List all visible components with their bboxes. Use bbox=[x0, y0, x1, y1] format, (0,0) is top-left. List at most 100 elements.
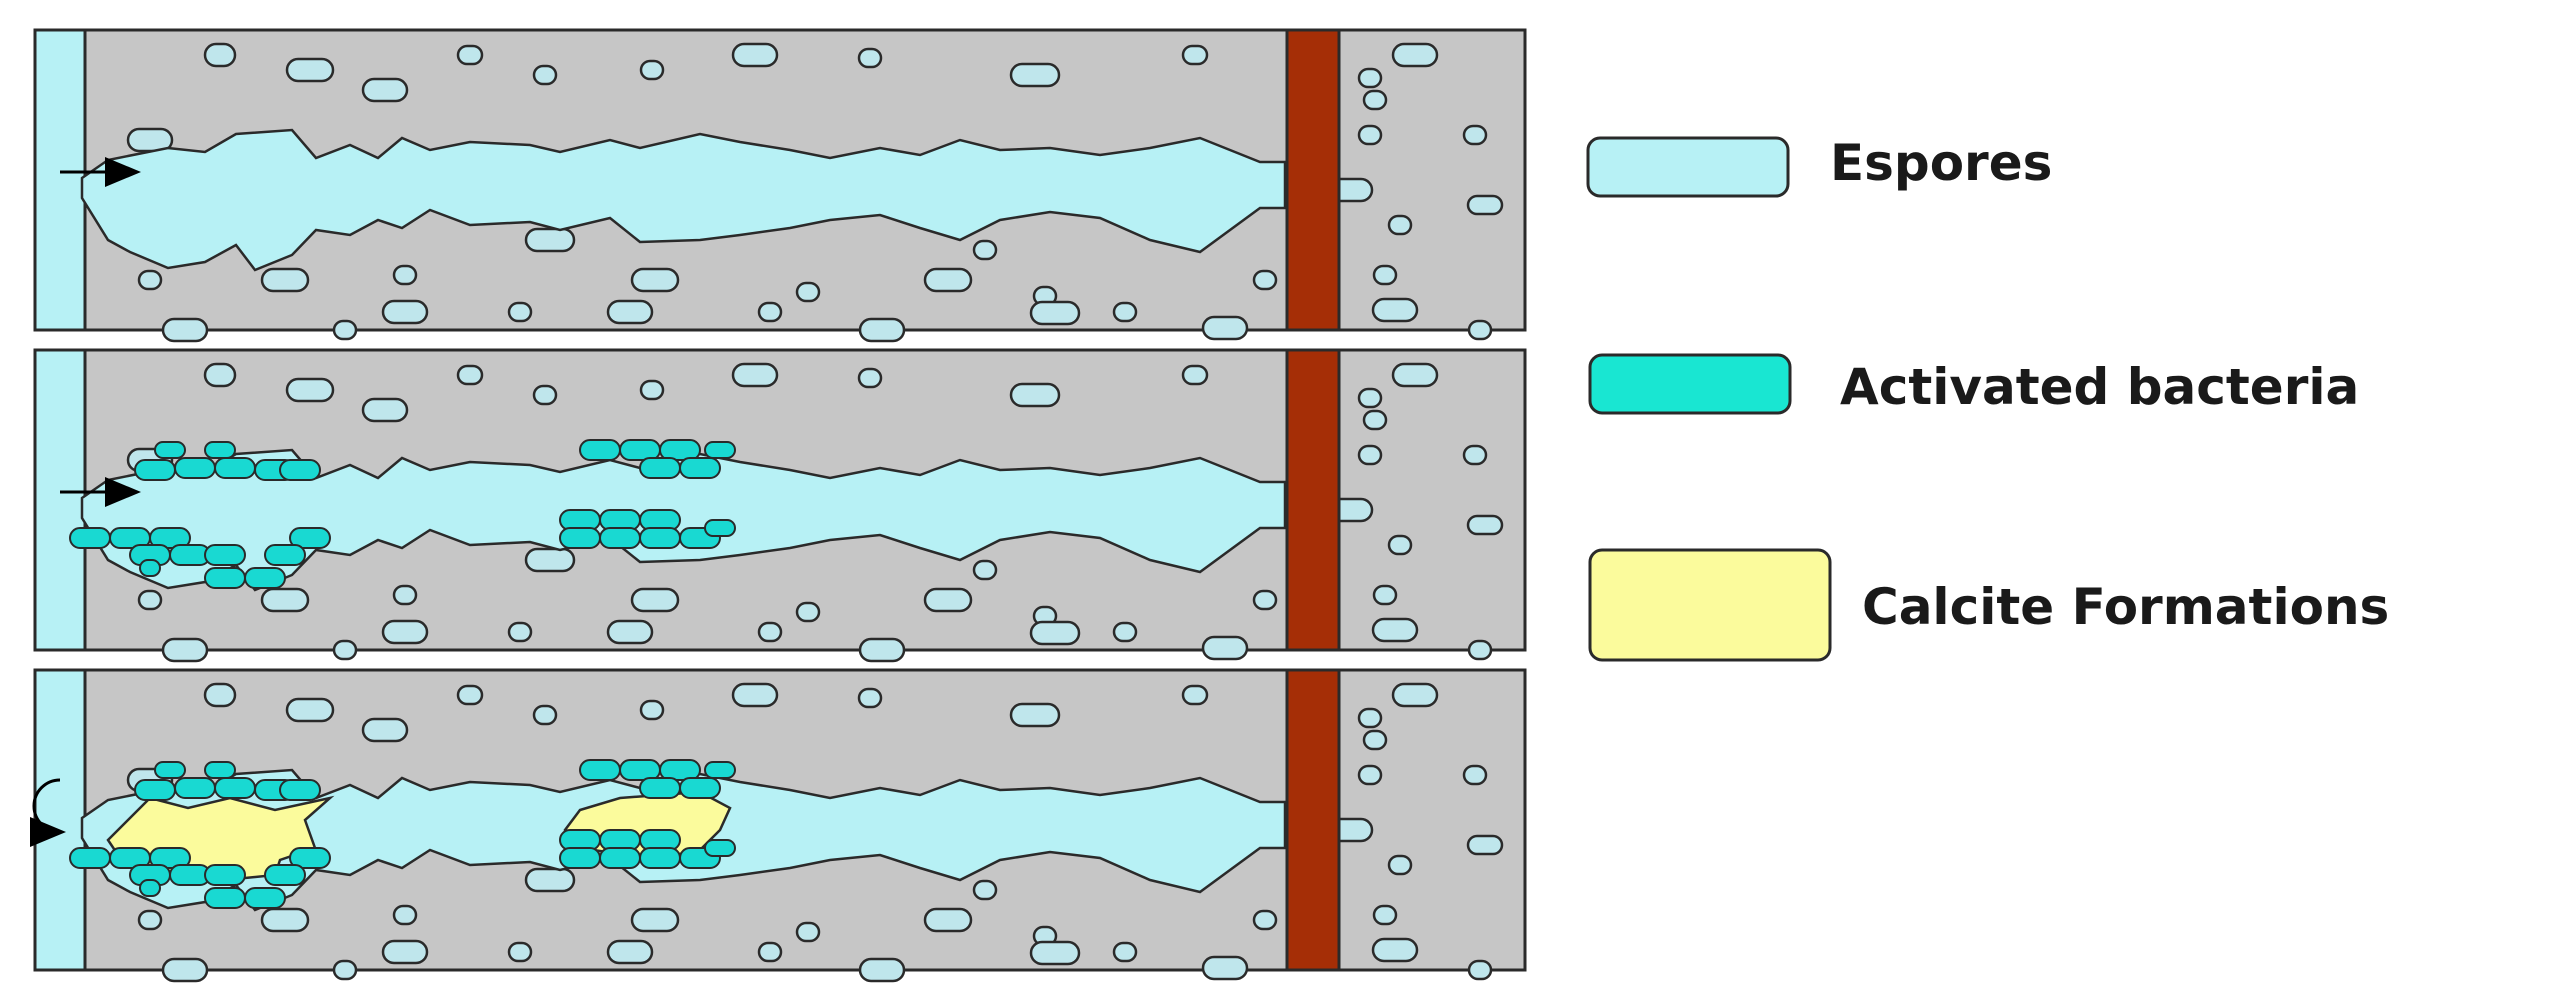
activated-bacterium bbox=[579, 759, 621, 781]
spore bbox=[1372, 904, 1398, 926]
spore bbox=[392, 904, 418, 926]
spore bbox=[1112, 621, 1138, 643]
spore bbox=[381, 939, 429, 965]
spore bbox=[757, 301, 783, 323]
spore bbox=[137, 269, 163, 291]
legend-swatch-activated bbox=[1588, 353, 1792, 415]
spore bbox=[1201, 315, 1249, 341]
activated-bacterium bbox=[279, 779, 321, 801]
spore bbox=[532, 704, 558, 726]
spore bbox=[332, 639, 358, 661]
activated-bacterium bbox=[204, 441, 236, 459]
activated-bacterium bbox=[639, 527, 681, 549]
spore bbox=[1467, 639, 1493, 661]
spore bbox=[731, 42, 779, 68]
spore bbox=[795, 281, 821, 303]
spore bbox=[731, 682, 779, 708]
spore bbox=[1466, 514, 1504, 536]
spore bbox=[1467, 959, 1493, 981]
activated-bacterium bbox=[204, 761, 236, 779]
activated-bacterium bbox=[659, 759, 701, 781]
spore bbox=[1391, 42, 1439, 68]
spore bbox=[606, 939, 654, 965]
spore bbox=[1372, 264, 1398, 286]
spore bbox=[1371, 937, 1419, 963]
bacteria-group bbox=[69, 759, 736, 909]
spore bbox=[524, 227, 576, 253]
spore bbox=[137, 909, 163, 931]
spore bbox=[1387, 854, 1413, 876]
spore bbox=[361, 717, 409, 743]
spore bbox=[260, 907, 310, 933]
crack-inlet-channel bbox=[33, 668, 87, 972]
spore bbox=[1387, 214, 1413, 236]
spore bbox=[972, 559, 998, 581]
spore bbox=[456, 364, 484, 386]
spore bbox=[1466, 194, 1504, 216]
activated-bacterium bbox=[69, 527, 111, 549]
spore bbox=[203, 362, 237, 388]
spore bbox=[1009, 702, 1061, 728]
activated-bacterium bbox=[599, 527, 641, 549]
spore bbox=[161, 957, 209, 983]
panel-activated bbox=[33, 348, 1527, 663]
spore bbox=[260, 267, 310, 293]
spore bbox=[507, 621, 533, 643]
spore bbox=[381, 619, 429, 645]
spore bbox=[1362, 89, 1388, 111]
activated-bacterium bbox=[659, 439, 701, 461]
spore bbox=[285, 377, 335, 403]
spore bbox=[923, 587, 973, 613]
spore bbox=[532, 384, 558, 406]
activated-bacterium bbox=[214, 457, 256, 479]
activated-bacterium bbox=[204, 544, 246, 566]
activated-bacterium bbox=[559, 847, 601, 869]
spore bbox=[260, 587, 310, 613]
spore bbox=[858, 957, 906, 983]
activated-bacterium bbox=[244, 887, 286, 909]
spore bbox=[757, 941, 783, 963]
spore bbox=[524, 867, 576, 893]
spore bbox=[1387, 534, 1413, 556]
spore bbox=[524, 547, 576, 573]
spore bbox=[1362, 409, 1388, 431]
activated-bacterium bbox=[679, 457, 721, 479]
rebar bbox=[1285, 28, 1341, 332]
spore bbox=[285, 57, 335, 83]
activated-bacterium bbox=[704, 441, 736, 459]
spore bbox=[1112, 941, 1138, 963]
spore bbox=[1467, 319, 1493, 341]
rebar bbox=[1285, 348, 1341, 652]
spore bbox=[507, 301, 533, 323]
activated-bacterium bbox=[704, 839, 736, 857]
activated-bacterium bbox=[704, 761, 736, 779]
spore bbox=[1357, 124, 1383, 146]
spore bbox=[795, 601, 821, 623]
spore bbox=[1357, 764, 1383, 786]
spore bbox=[972, 239, 998, 261]
spore bbox=[381, 299, 429, 325]
activated-bacterium bbox=[579, 439, 621, 461]
spore bbox=[137, 589, 163, 611]
spore bbox=[857, 47, 883, 69]
spore bbox=[858, 317, 906, 343]
spore bbox=[639, 59, 665, 81]
spore bbox=[639, 699, 665, 721]
spore bbox=[923, 267, 973, 293]
crack-inlet-channel bbox=[33, 348, 87, 652]
spore bbox=[1252, 589, 1278, 611]
activated-bacterium bbox=[244, 567, 286, 589]
return-flow-arrow-icon bbox=[29, 778, 66, 847]
spore bbox=[1252, 269, 1278, 291]
spore bbox=[332, 959, 358, 981]
crack bbox=[80, 448, 1287, 592]
crack bbox=[80, 128, 1287, 272]
spore bbox=[630, 587, 680, 613]
spore bbox=[1029, 940, 1081, 966]
spore-group bbox=[126, 362, 1504, 663]
spore bbox=[606, 299, 654, 325]
spore bbox=[1201, 635, 1249, 661]
spore bbox=[161, 637, 209, 663]
spore bbox=[1462, 764, 1488, 786]
spore bbox=[1371, 297, 1419, 323]
